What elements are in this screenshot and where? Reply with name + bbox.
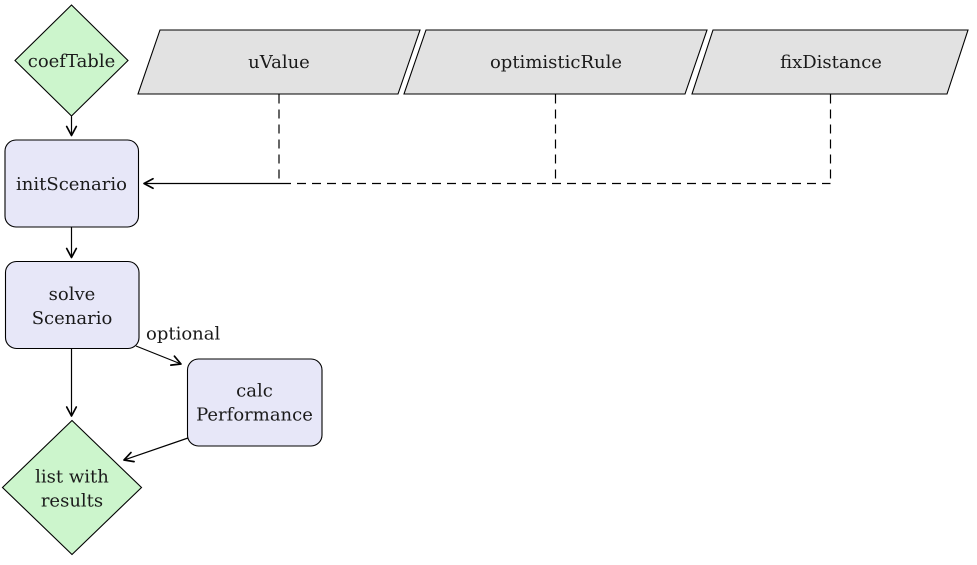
calcperformance-label-line2: Performance	[196, 405, 313, 426]
calcperformance-label-line1: calc	[236, 381, 273, 402]
initscenario-label: initScenario	[16, 174, 127, 195]
node-uvalue-parallelogram	[137, 29, 421, 95]
solvescenario-label-line2: Scenario	[32, 308, 113, 329]
node-calcperformance-box	[186, 358, 323, 447]
node-results-diamond	[1, 419, 143, 556]
optimisticrule-label: optimisticRule	[490, 52, 622, 73]
optional-edge-label: optional	[146, 324, 221, 345]
uvalue-label: uValue	[248, 52, 310, 73]
edge-calcperformance-to-results	[123, 437, 189, 463]
results-label-line1: list with	[35, 467, 109, 488]
fixdistance-label: fixDistance	[780, 52, 882, 73]
solvescenario-label-line1: solve	[49, 284, 96, 305]
node-fixdistance-parallelogram	[691, 29, 969, 95]
coeftable-label: coefTable	[28, 51, 116, 72]
edge-solvescenario-to-calcperformance-optional	[135, 345, 182, 366]
node-optimisticrule-parallelogram	[403, 29, 708, 95]
node-solvescenario-box	[4, 260, 140, 350]
node-initscenario-box	[4, 139, 140, 228]
node-coeftable-diamond	[14, 4, 129, 117]
results-label-line2: results	[41, 491, 103, 512]
